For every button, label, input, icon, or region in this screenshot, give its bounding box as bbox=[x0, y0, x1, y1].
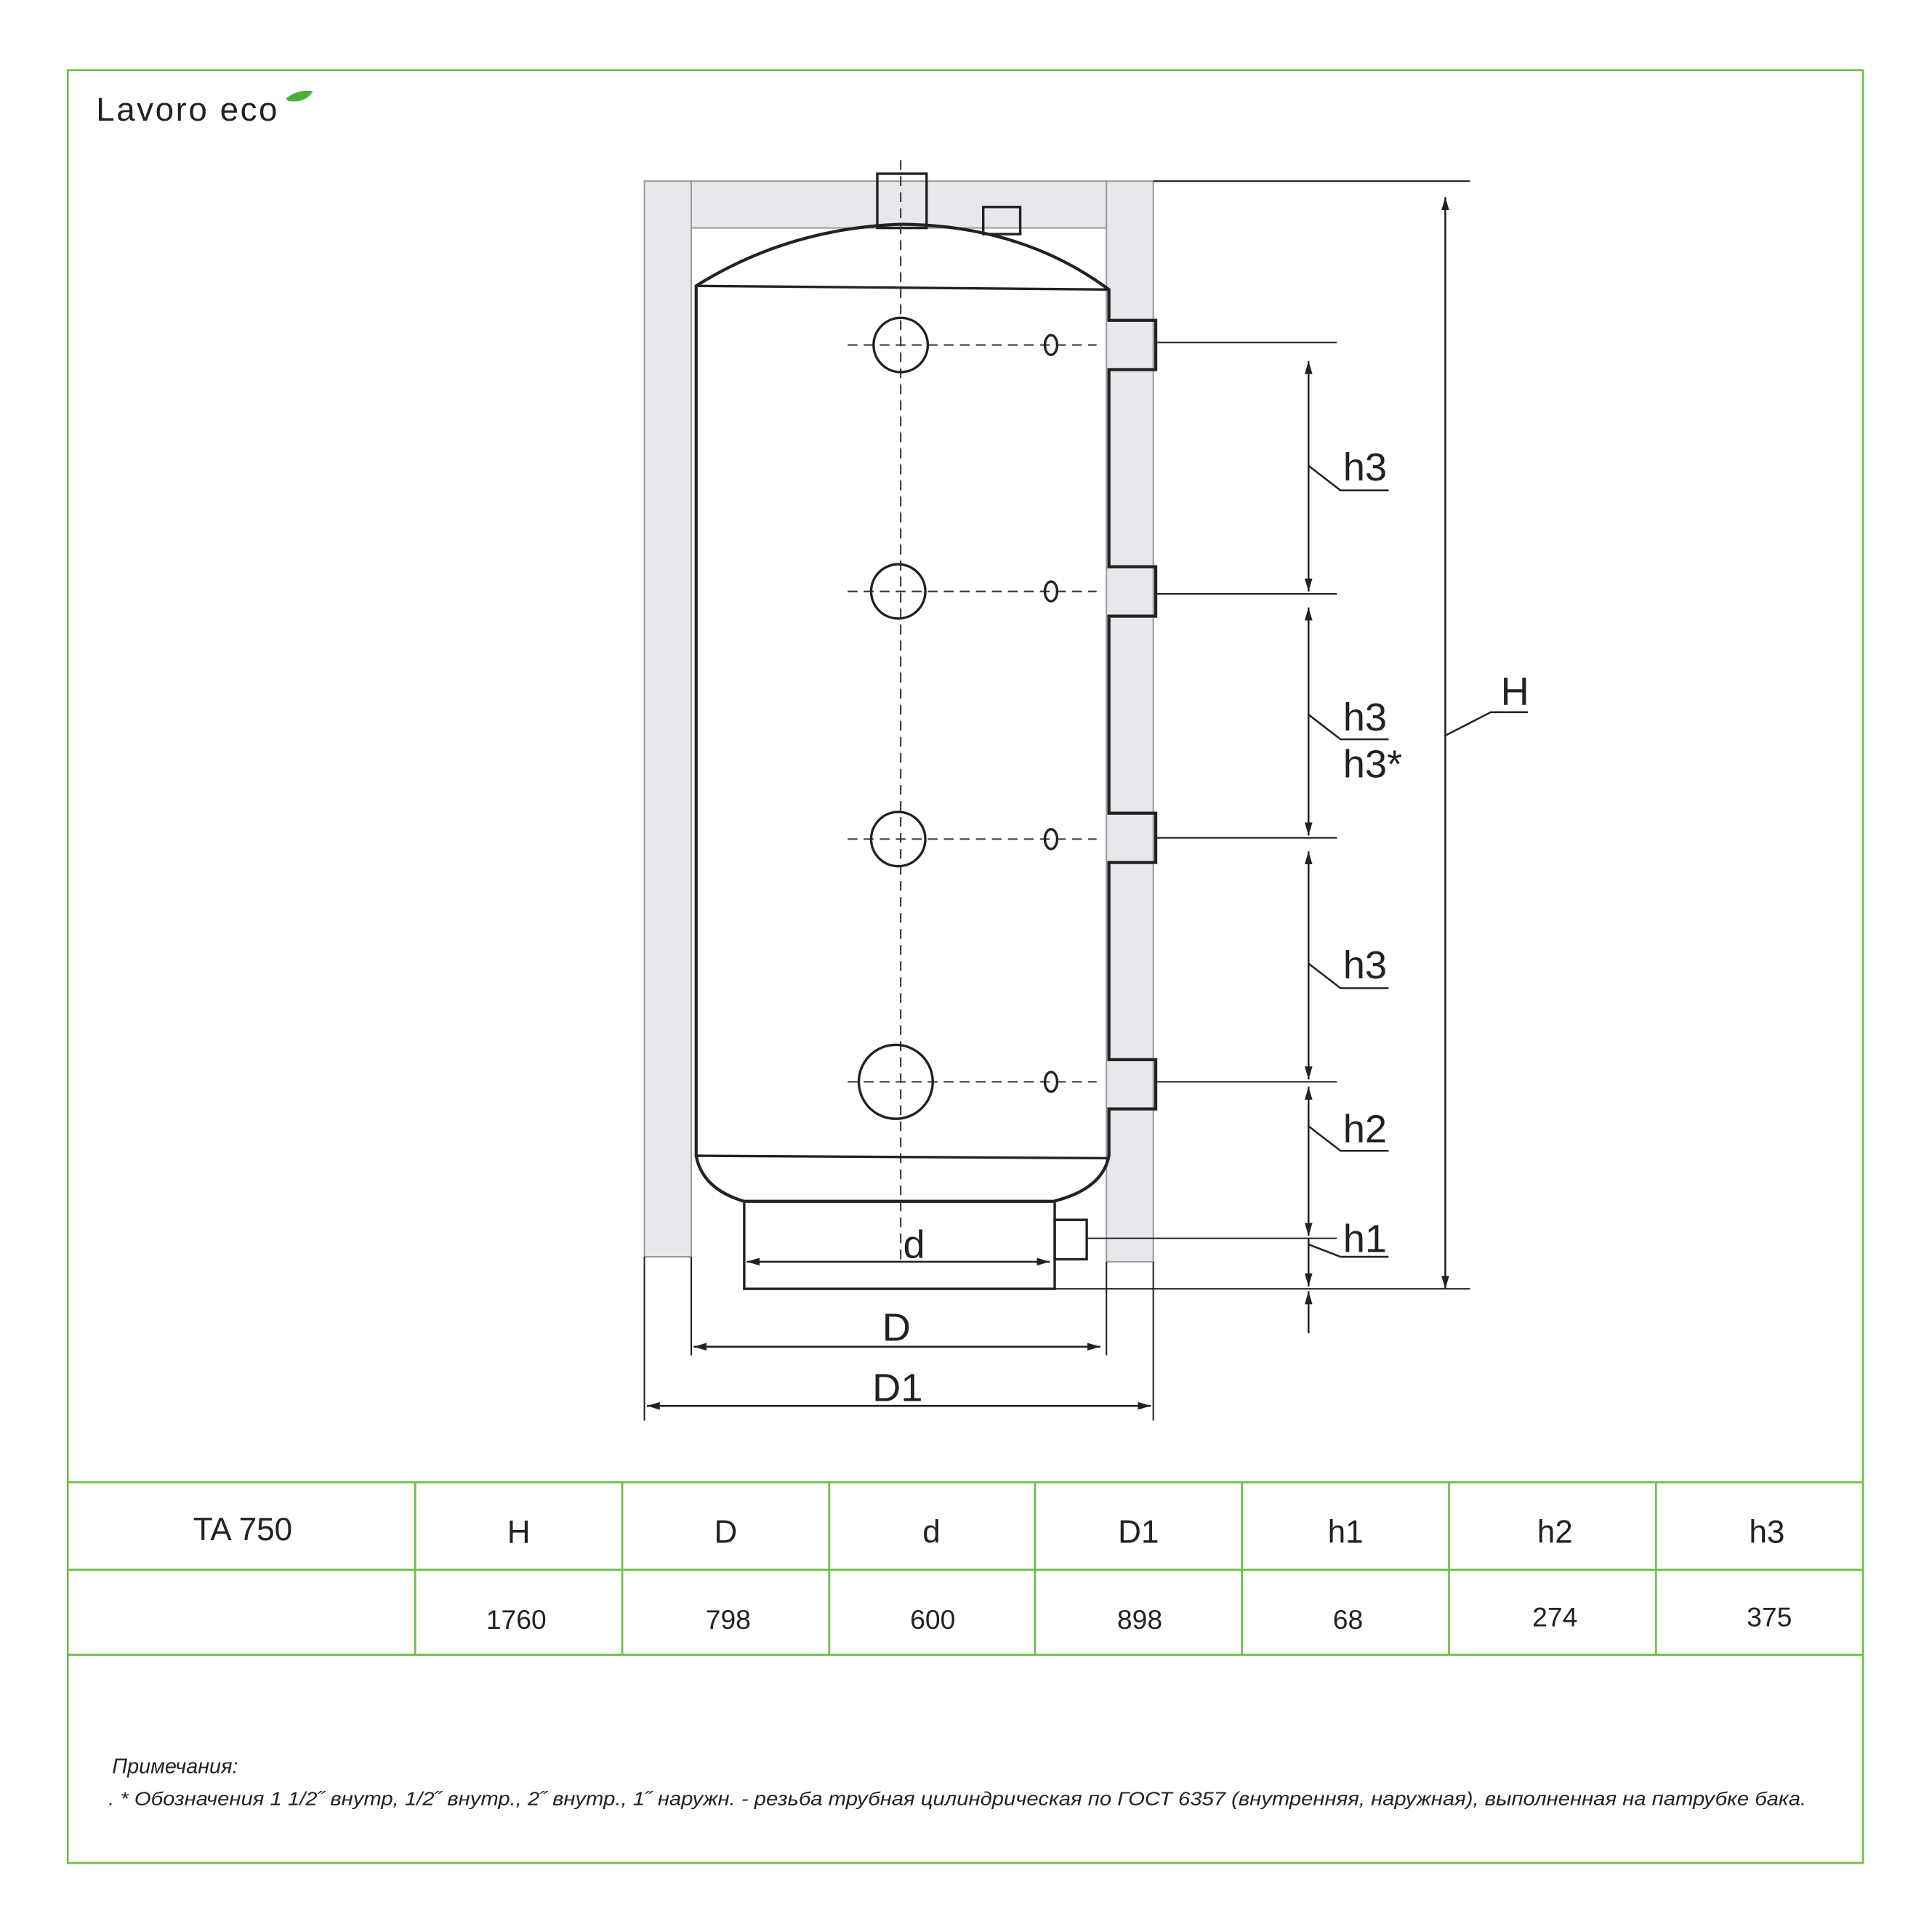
dim-label-D1: D1 bbox=[872, 1366, 922, 1409]
value-cell: 375 bbox=[1747, 1602, 1792, 1633]
notes-title: Примечания: bbox=[112, 1755, 238, 1778]
header-cell: H bbox=[507, 1514, 531, 1550]
port-row bbox=[848, 563, 1097, 620]
dim-label-h2: h2 bbox=[1343, 1107, 1387, 1151]
dim-label-h3: h3 bbox=[1343, 446, 1387, 489]
value-cell: 1760 bbox=[486, 1604, 547, 1635]
header-cell: h3 bbox=[1749, 1514, 1784, 1550]
drain-nozzle bbox=[1053, 1218, 1088, 1261]
page-frame bbox=[66, 69, 1864, 1864]
notes-text: . * Обозначения 1 1/2˝ внутр, 1/2˝ внутр… bbox=[108, 1787, 1806, 1809]
dimensions-table: TA 750 H D d D1 h1 h2 h3 1760 798 600 89… bbox=[68, 1481, 1864, 1656]
header-cell: h2 bbox=[1537, 1514, 1573, 1550]
value-cell: 898 bbox=[1117, 1604, 1162, 1635]
dim-label-h3: h3 bbox=[1343, 696, 1387, 739]
model-name: TA 750 bbox=[193, 1512, 292, 1547]
leaf-icon bbox=[286, 90, 313, 102]
dim-label-D: D bbox=[882, 1305, 911, 1349]
tank-drawing: H h3 h3 h3* h3 h2 h1 d D D1 bbox=[643, 160, 1529, 1421]
dim-label-d: d bbox=[903, 1223, 925, 1267]
casing-right bbox=[1106, 180, 1154, 1263]
dim-label-H: H bbox=[1501, 670, 1529, 714]
port-row bbox=[848, 810, 1097, 868]
header-cell: d bbox=[922, 1514, 941, 1550]
port-row bbox=[848, 1043, 1097, 1120]
top-nozzle bbox=[876, 172, 928, 230]
port-row bbox=[848, 316, 1097, 374]
value-cell: 600 bbox=[910, 1604, 955, 1635]
header-cell: D bbox=[715, 1514, 738, 1550]
logo-text: Lavoro eco bbox=[96, 91, 279, 128]
tank-base bbox=[743, 1200, 1056, 1290]
header-cell: h1 bbox=[1328, 1514, 1364, 1550]
header-cell: D1 bbox=[1118, 1514, 1159, 1550]
top-small-nozzle bbox=[982, 206, 1022, 236]
dim-label-h3: h3 bbox=[1343, 943, 1387, 987]
value-cell: 798 bbox=[706, 1604, 751, 1635]
logo: Lavoro eco bbox=[96, 90, 313, 128]
casing-top bbox=[690, 180, 1108, 229]
value-cell: 274 bbox=[1532, 1602, 1577, 1633]
tank-body bbox=[694, 222, 1158, 1203]
casing-left bbox=[643, 180, 692, 1258]
dim-label-h1: h1 bbox=[1343, 1217, 1387, 1260]
dim-label-h3-star: h3* bbox=[1343, 743, 1402, 786]
value-cell: 68 bbox=[1333, 1604, 1363, 1635]
notes: Примечания: . * Обозначения 1 1/2˝ внутр… bbox=[108, 1755, 1806, 1809]
